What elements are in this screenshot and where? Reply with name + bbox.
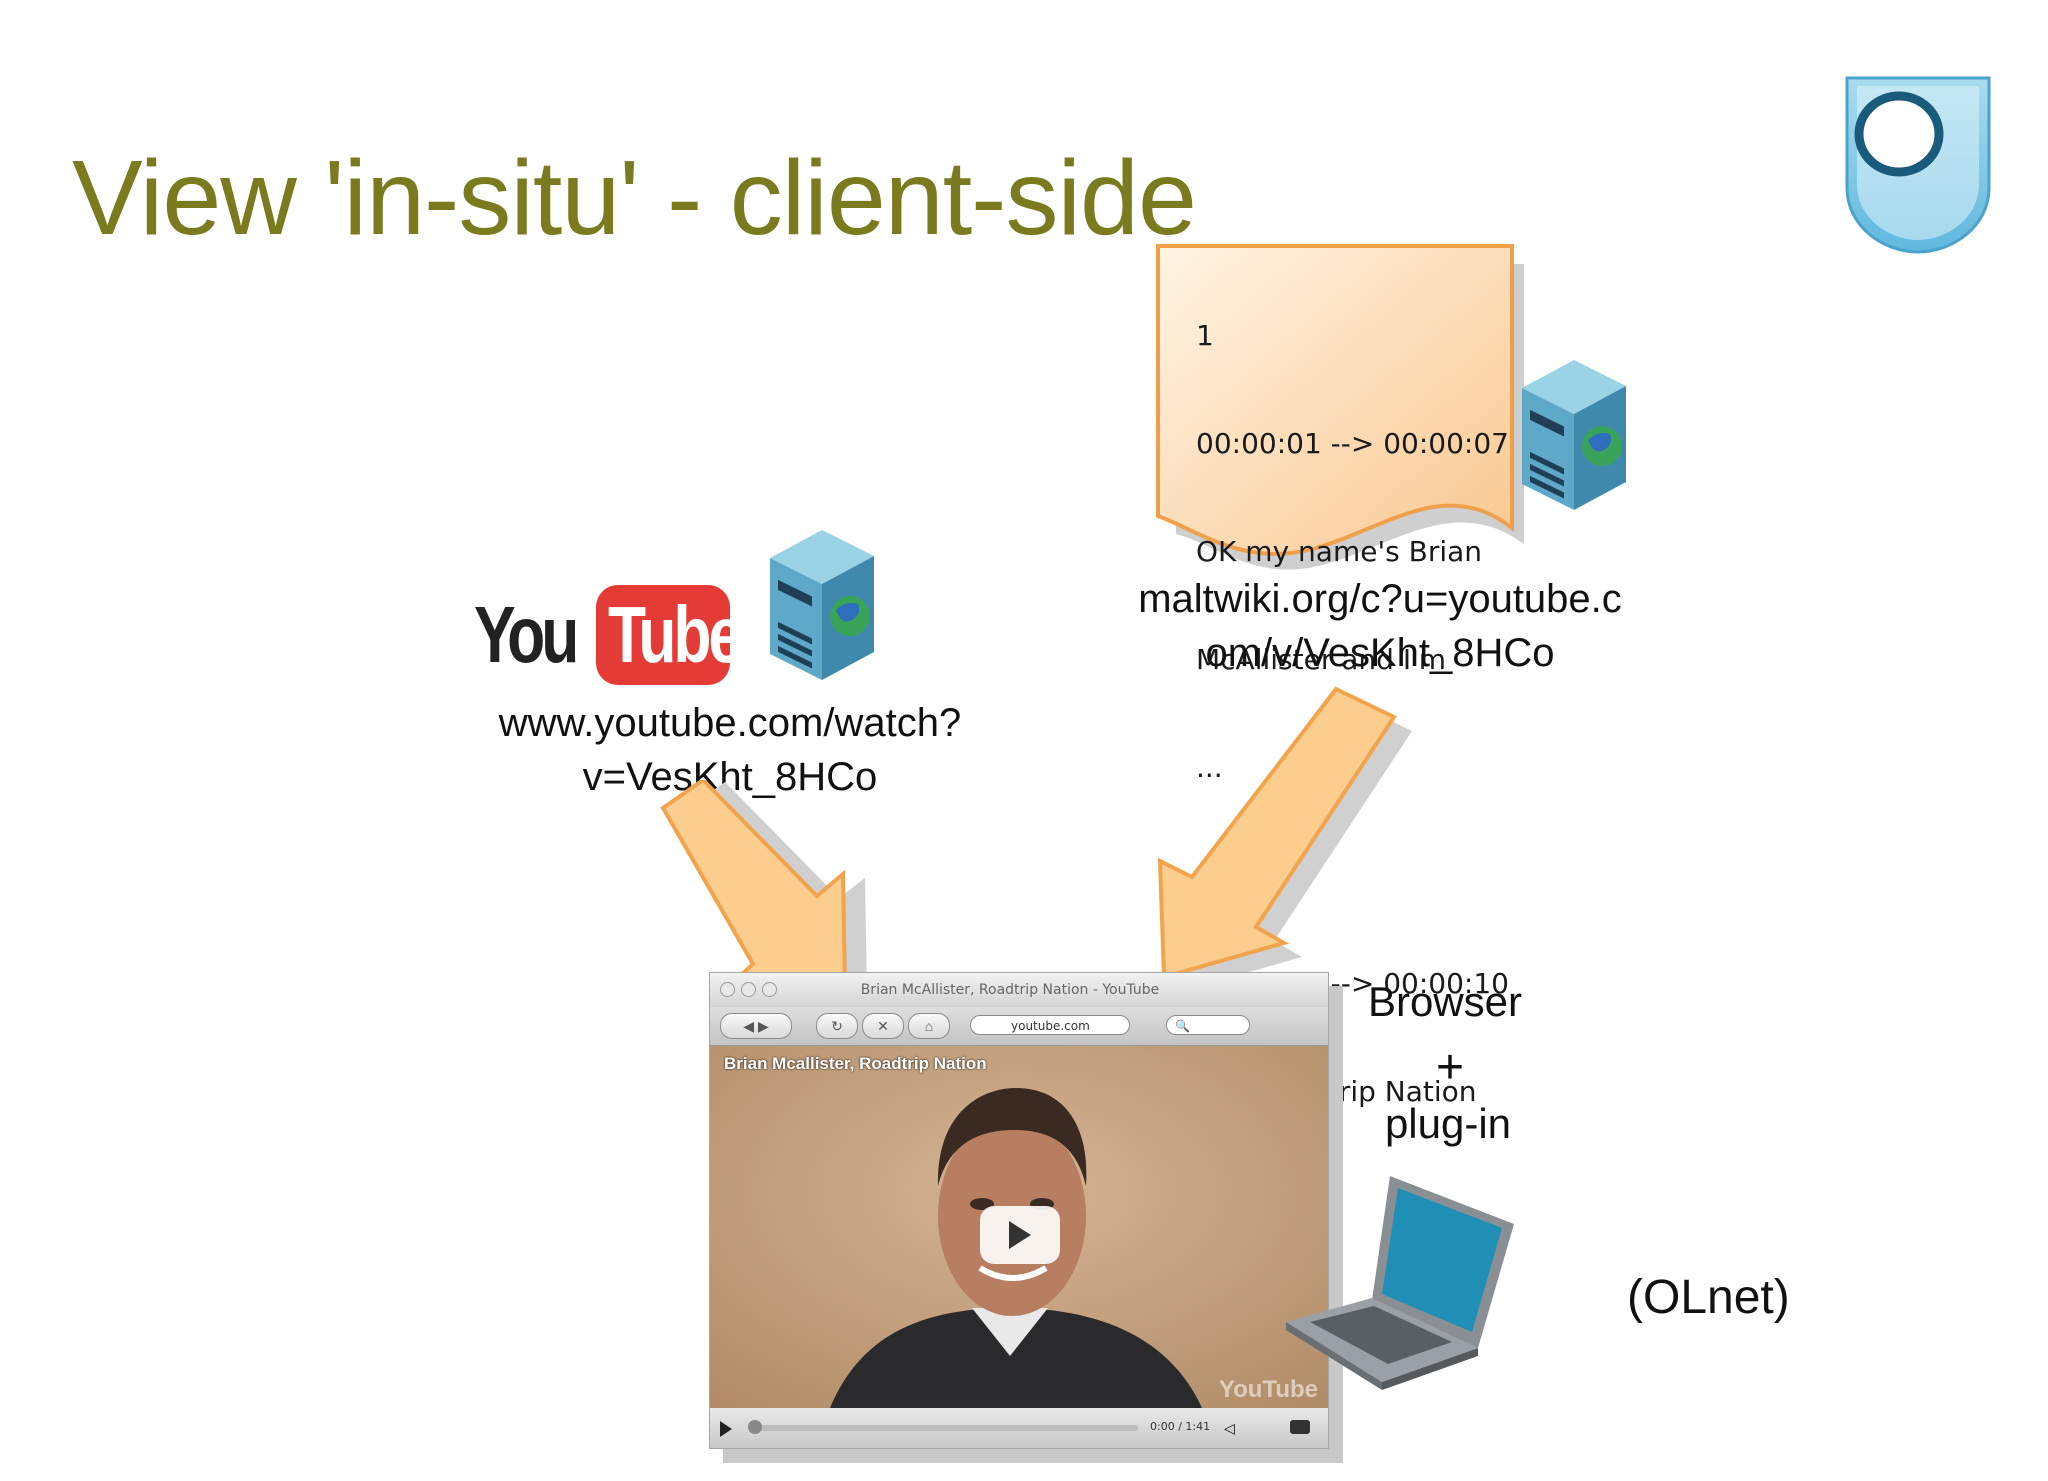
subtitle-line: OK my name's Brian — [1196, 535, 1483, 568]
subtitle-document — [1156, 244, 1524, 570]
volume-icon[interactable]: ◁ — [1224, 1420, 1235, 1436]
address-bar[interactable]: youtube.com — [970, 1015, 1130, 1035]
youtube-logo: You Tube — [474, 582, 743, 688]
subtitle-line: ... — [1196, 751, 1223, 784]
play-icon[interactable] — [980, 1206, 1060, 1264]
video-controls: 0:00 / 1:41 ◁ — [710, 1408, 1328, 1448]
browser-window: Brian McAllister, Roadtrip Nation - YouT… — [709, 972, 1329, 1449]
slide-title: View 'in-situ' - client-side — [72, 139, 1197, 257]
home-icon[interactable]: ⌂ — [908, 1013, 950, 1039]
video-player[interactable]: Brian Mcallister, Roadtrip Nation YouTub… — [710, 1046, 1328, 1408]
search-field[interactable]: 🔍 — [1166, 1015, 1250, 1035]
plus-label: + — [1435, 1041, 1465, 1094]
fullscreen-icon[interactable] — [1290, 1420, 1310, 1434]
subtitle-server-icon — [1522, 360, 1626, 510]
olnet-credit: (OLnet) — [1627, 1271, 1790, 1324]
video-seek-bar[interactable] — [750, 1425, 1138, 1431]
stop-icon[interactable]: ✕ — [862, 1013, 904, 1039]
reload-icon[interactable]: ↻ — [816, 1013, 858, 1039]
laptop-icon — [1286, 1176, 1514, 1390]
subtitle-line: McAllister and I'm — [1196, 643, 1447, 676]
back-forward-buttons[interactable]: ◀ ▶ — [720, 1013, 792, 1039]
subtitle-line: 00:00:01 --> 00:00:07 — [1196, 427, 1509, 460]
video-time: 0:00 / 1:41 — [1150, 1420, 1211, 1433]
minimize-window-button[interactable] — [741, 982, 756, 997]
zoom-window-button[interactable] — [762, 982, 777, 997]
close-window-button[interactable] — [720, 982, 735, 997]
youtube-logo-tube: Tube — [596, 585, 743, 685]
maltwiki-url-line: om/v/VesKht_8HCo — [1205, 631, 1555, 675]
maltwiki-to-browser-arrow — [1157, 686, 1412, 985]
youtube-url: www.youtube.com/watch? v=VesKht_8HCo — [430, 696, 1030, 804]
browser-window-title: Brian McAllister, Roadtrip Nation - YouT… — [860, 982, 1160, 998]
video-title: Brian Mcallister, Roadtrip Nation — [724, 1054, 987, 1073]
video-play-button[interactable] — [720, 1421, 732, 1437]
youtube-watermark: YouTube — [1218, 1376, 1318, 1403]
maltwiki-url-line: maltwiki.org/c?u=youtube.c — [1138, 577, 1622, 621]
plugin-label: plug-in — [1384, 1100, 1512, 1147]
maltwiki-url: maltwiki.org/c?u=youtube.c om/v/VesKht_8… — [1090, 572, 1670, 680]
youtube-url-line: www.youtube.com/watch? — [498, 701, 962, 745]
browser-titlebar: Brian McAllister, Roadtrip Nation - YouT… — [710, 973, 1328, 1007]
youtube-to-browser-arrow — [660, 780, 867, 996]
open-university-logo — [1845, 76, 1991, 254]
browser-label: Browser — [1367, 978, 1523, 1025]
seek-handle[interactable] — [748, 1420, 762, 1434]
browser-toolbar: ◀ ▶ ↻ ✕ ⌂ youtube.com 🔍 — [710, 1007, 1328, 1046]
youtube-server-icon — [770, 530, 874, 680]
subtitle-line: 1 — [1196, 319, 1214, 352]
window-controls — [720, 982, 777, 997]
youtube-logo-you: You — [474, 590, 579, 679]
